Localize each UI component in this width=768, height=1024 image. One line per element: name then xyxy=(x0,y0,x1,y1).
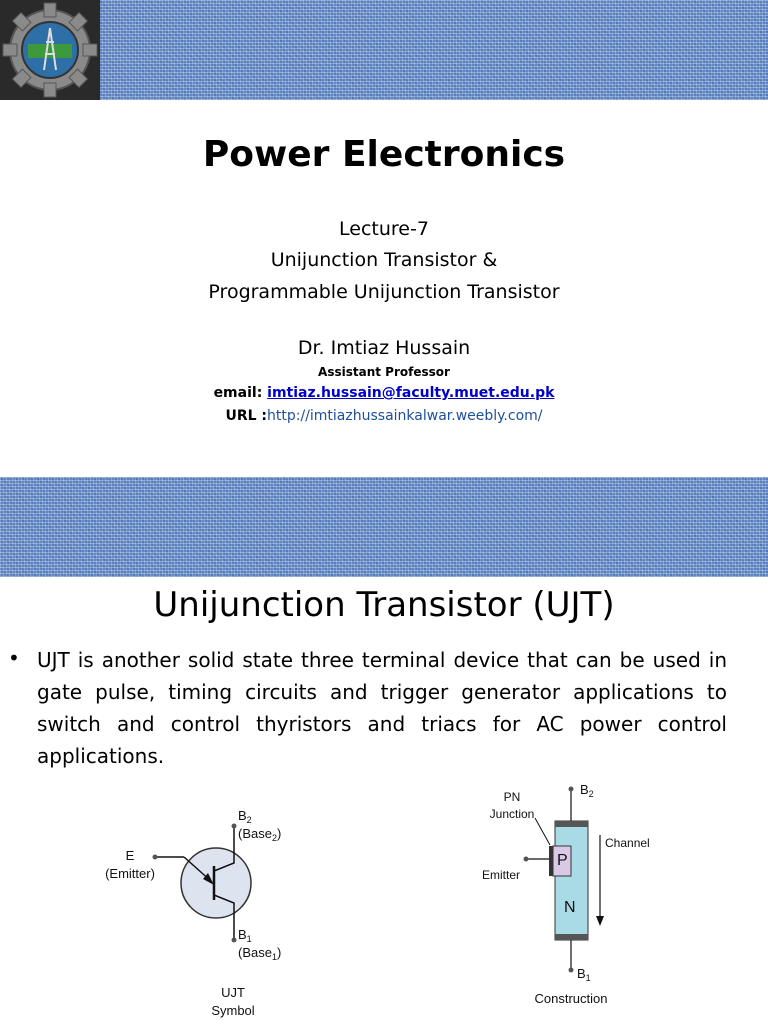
b1-contact xyxy=(555,934,588,940)
email-line: email: imtiaz.hussain@faculty.muet.edu.p… xyxy=(0,385,768,401)
base2-lead xyxy=(213,828,235,872)
ujt-symbol-diagram: B2 (Base2) E (Emitter) B1 (Base1) UJT Sy… xyxy=(105,808,281,1018)
emitter-terminal xyxy=(523,856,529,862)
base2-label: (Base2) xyxy=(238,826,281,843)
pn-pointer xyxy=(534,817,551,846)
lecture-number: Lecture-7 xyxy=(339,218,429,240)
gear-icon xyxy=(2,2,98,98)
b2-label: B2 xyxy=(238,808,252,825)
p-label: P xyxy=(557,852,568,869)
n-channel-bar xyxy=(554,820,589,941)
url-line: URL :http://imtiazhussainkalwar.weebly.c… xyxy=(0,408,768,424)
author-position: Assistant Professor xyxy=(318,365,450,379)
bullet-text: UJT is another solid state three termina… xyxy=(37,648,727,768)
symbol-caption-2: Symbol xyxy=(211,1003,254,1018)
pn-label: PN xyxy=(504,790,521,804)
n-label: N xyxy=(564,899,576,916)
author-name: Dr. Imtiaz Hussain xyxy=(297,337,471,359)
b1-label: B1 xyxy=(238,927,252,944)
subtitle-line-2: Programmable Unijunction Transistor xyxy=(208,281,560,303)
b2-label: B2 xyxy=(580,782,594,799)
e-terminal xyxy=(152,854,158,860)
b2-terminal xyxy=(231,823,237,829)
header-texture-band xyxy=(0,0,768,100)
email-link[interactable]: imtiaz.hussain@faculty.muet.edu.pk xyxy=(267,385,555,401)
subtitle-line-1: Unijunction Transistor & xyxy=(270,249,498,271)
b2-contact xyxy=(555,821,588,827)
website-link[interactable]: http://imtiazhussainkalwar.weebly.com/ xyxy=(267,408,543,424)
presentation-title: Power Electronics xyxy=(202,134,566,175)
junction-label: Junction xyxy=(490,807,535,821)
bullet-marker: • xyxy=(8,646,20,670)
b1-terminal xyxy=(568,967,574,973)
emitter-arrow-head xyxy=(203,873,214,885)
b1-terminal xyxy=(231,937,237,943)
b2-terminal xyxy=(568,786,574,792)
university-logo xyxy=(0,0,100,100)
b1-label: B1 xyxy=(577,966,591,983)
email-label: email: xyxy=(213,385,268,401)
channel-label: Channel xyxy=(605,836,650,850)
base1-label: (Base1) xyxy=(238,945,281,962)
base1-lead xyxy=(213,894,235,938)
emitter-label: (Emitter) xyxy=(105,866,155,881)
separator-texture-band xyxy=(0,477,768,577)
channel-arrow-head xyxy=(596,916,604,926)
url-label: URL : xyxy=(225,408,268,424)
ujt-construction-diagram: P N B2 PN Junction Channel Emitter B1 Co… xyxy=(482,782,650,1006)
slide-title: Unijunction Transistor (UJT) xyxy=(153,585,615,625)
emitter-label: Emitter xyxy=(482,868,520,882)
e-label: E xyxy=(126,848,135,863)
device-circle xyxy=(180,847,252,919)
symbol-caption-1: UJT xyxy=(221,985,245,1000)
emitter-contact xyxy=(549,846,553,876)
construction-caption: Construction xyxy=(535,991,608,1006)
